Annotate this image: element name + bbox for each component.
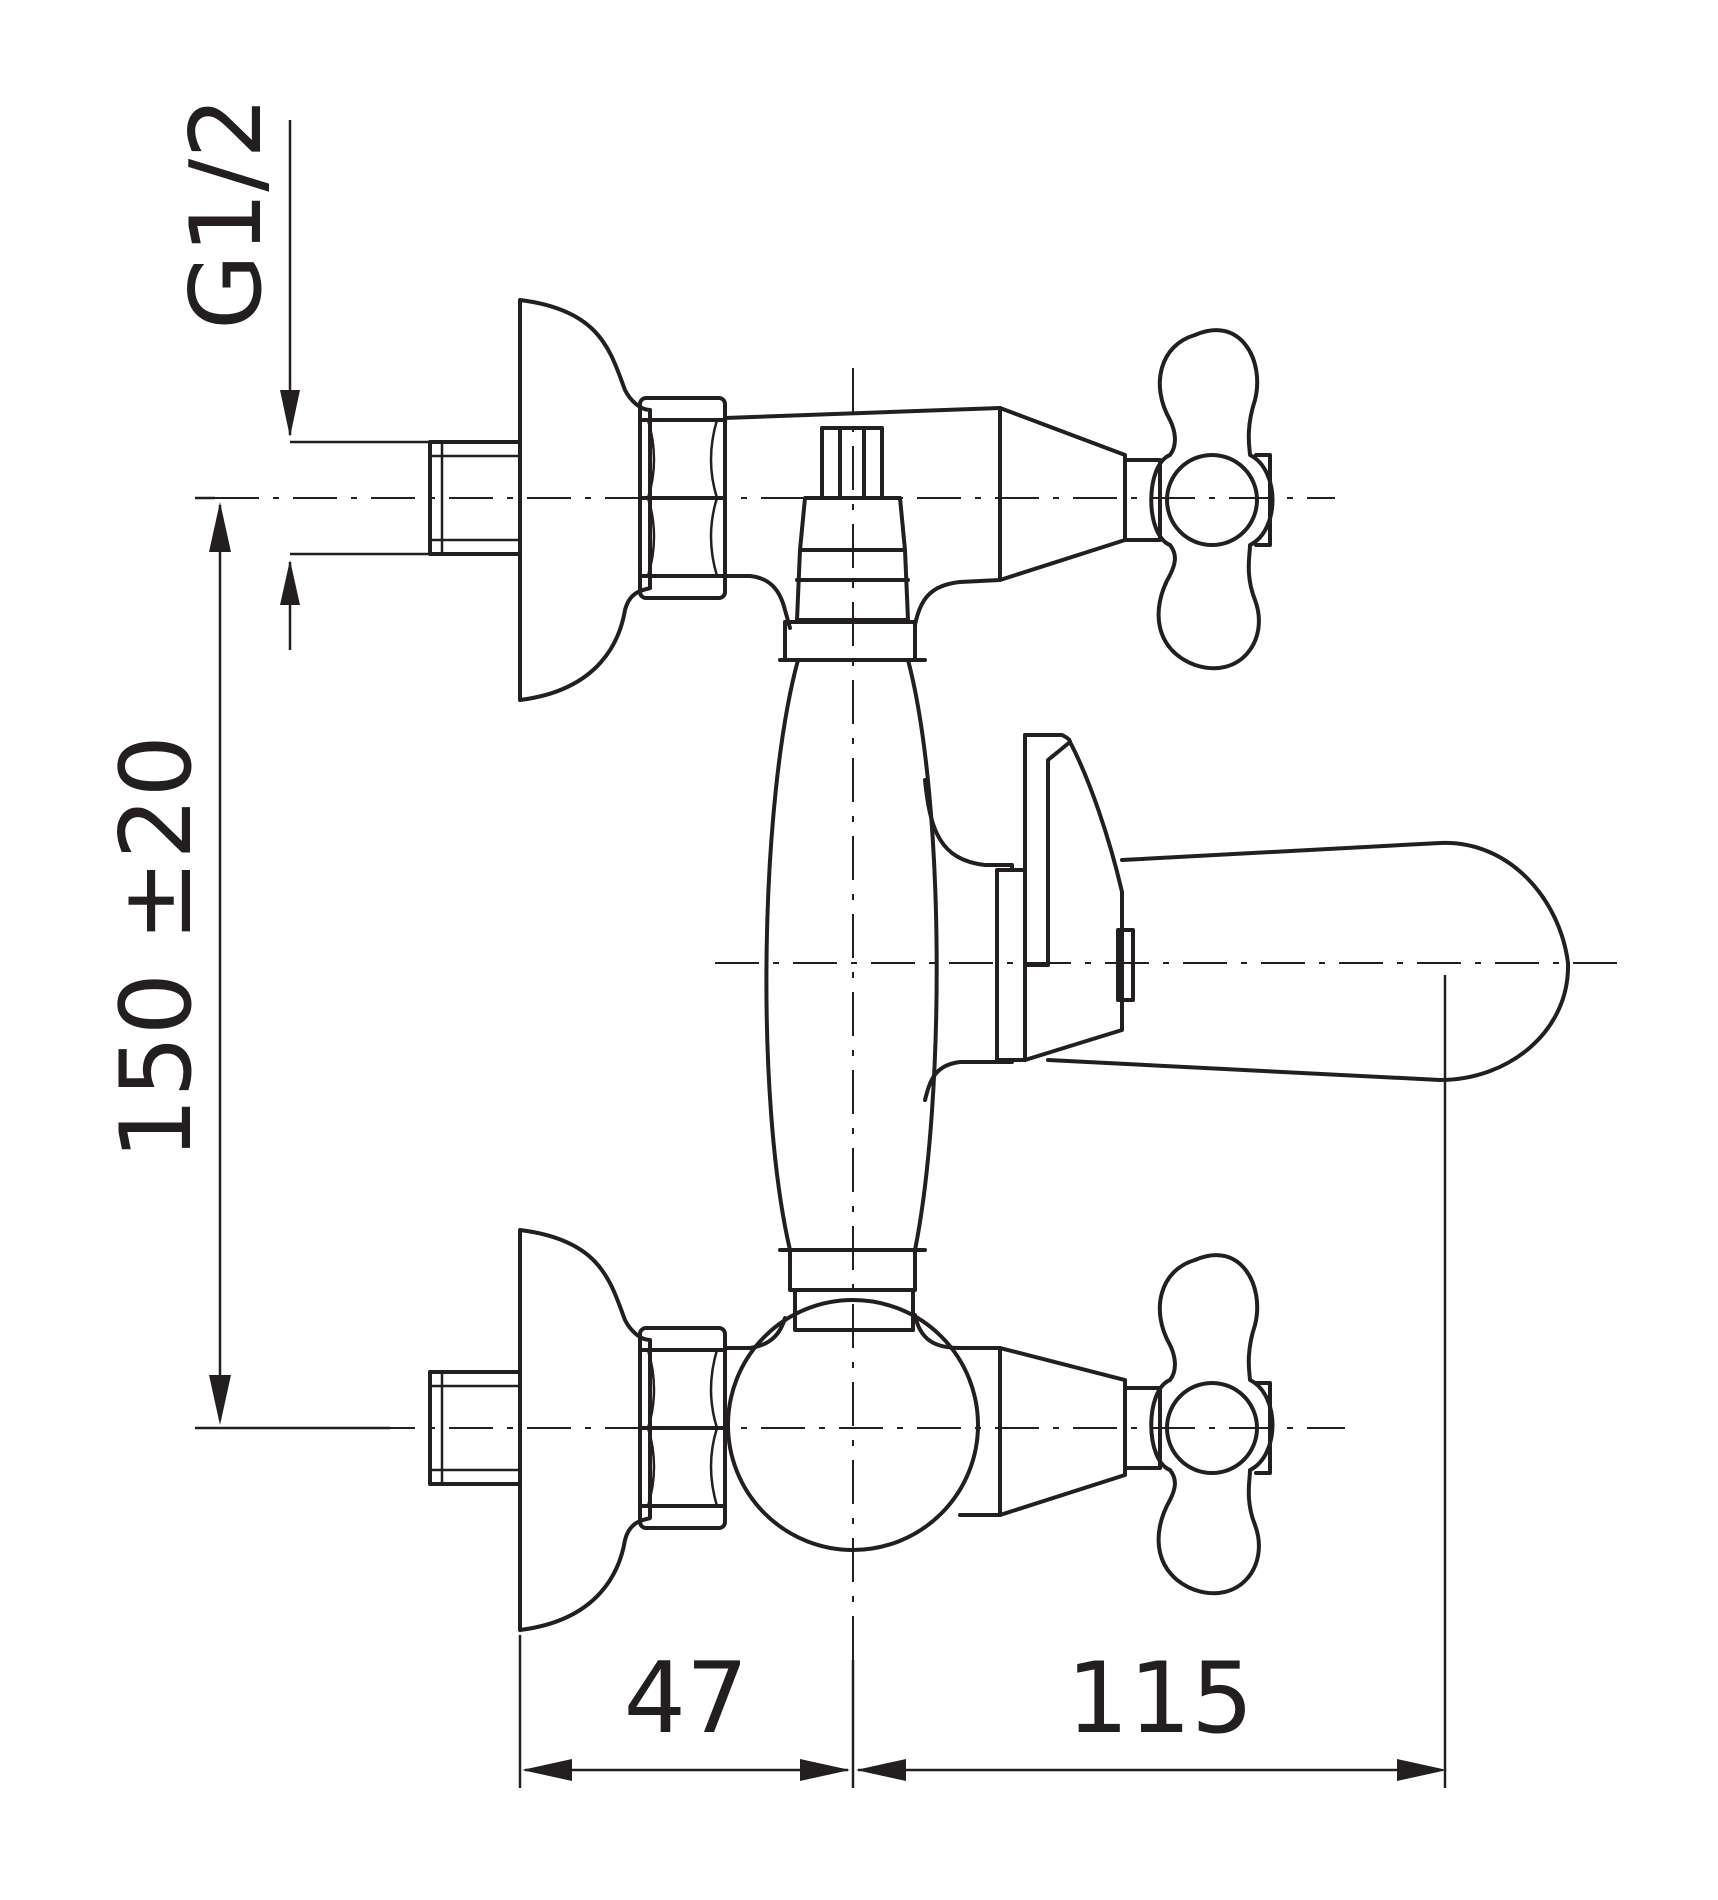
spacing-dimension: 150 ±20	[100, 496, 390, 1430]
thread-dimension: G1/2	[170, 96, 430, 650]
bottom-inlet-pipe	[428, 1370, 522, 1486]
reach-label: 115	[1066, 1642, 1253, 1756]
horizontal-dimensions: 47 115	[518, 975, 1447, 1788]
bottom-connector-arm	[723, 1313, 1127, 1517]
mixer-body	[764, 620, 1014, 1292]
bottom-cross-handle	[1123, 1253, 1275, 1596]
depth-label: 47	[624, 1642, 749, 1756]
top-cross-handle	[1123, 328, 1275, 671]
spacing-label: 150 ±20	[100, 735, 214, 1160]
top-wall-flange	[518, 298, 652, 702]
top-hex-nut	[638, 396, 727, 600]
top-inlet-pipe	[428, 440, 522, 556]
diverter-lever	[995, 733, 1135, 1062]
thread-label: G1/2	[170, 96, 284, 330]
bottom-wall-flange	[518, 1228, 652, 1632]
center-lines	[215, 368, 1620, 1660]
bottom-ball-joint	[726, 1288, 980, 1552]
spout	[1046, 840, 1571, 1082]
bottom-hex-nut	[638, 1326, 727, 1530]
